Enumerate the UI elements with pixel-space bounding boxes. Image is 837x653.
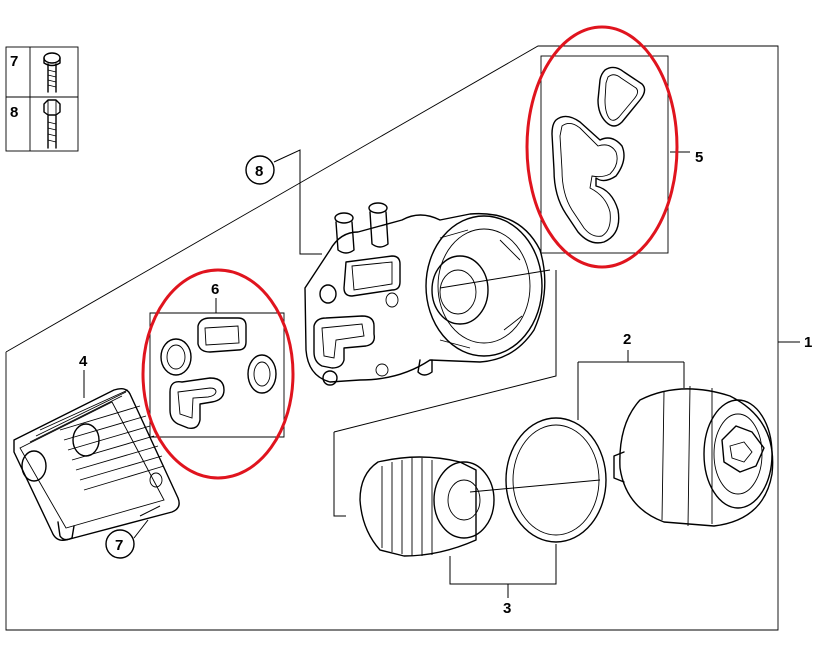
callout-8: 8 [255, 163, 263, 180]
oil-filter-housing: 8 [245, 149, 551, 386]
fastener-legend: 7 8 [5, 46, 79, 152]
oil-filter-element: 3 [333, 270, 601, 617]
o-ring [505, 417, 607, 543]
assembly-frame: 1 [5, 45, 812, 631]
callout-4: 4 [79, 353, 88, 370]
oil-filter-cap: 2 [577, 331, 774, 527]
callout-7: 7 [115, 537, 123, 554]
hex-bolt-icon [43, 99, 61, 149]
housing-gasket-set: 5 [540, 55, 703, 254]
torx-screw-icon [43, 52, 61, 93]
callout-5: 5 [695, 149, 703, 166]
callout-2: 2 [623, 331, 631, 348]
legend-number-8: 8 [10, 104, 18, 121]
legend-number-7: 7 [10, 53, 18, 70]
callout-6: 6 [211, 281, 219, 298]
highlight-markings [141, 25, 679, 480]
cooler-seal-set: 6 [149, 281, 285, 438]
callout-1: 1 [804, 334, 812, 351]
callout-3: 3 [503, 600, 511, 617]
highlight-oval-seal-set-6 [141, 268, 295, 480]
highlight-oval-gasket-set-5 [525, 25, 679, 269]
oil-cooler: 4 7 [13, 353, 180, 559]
